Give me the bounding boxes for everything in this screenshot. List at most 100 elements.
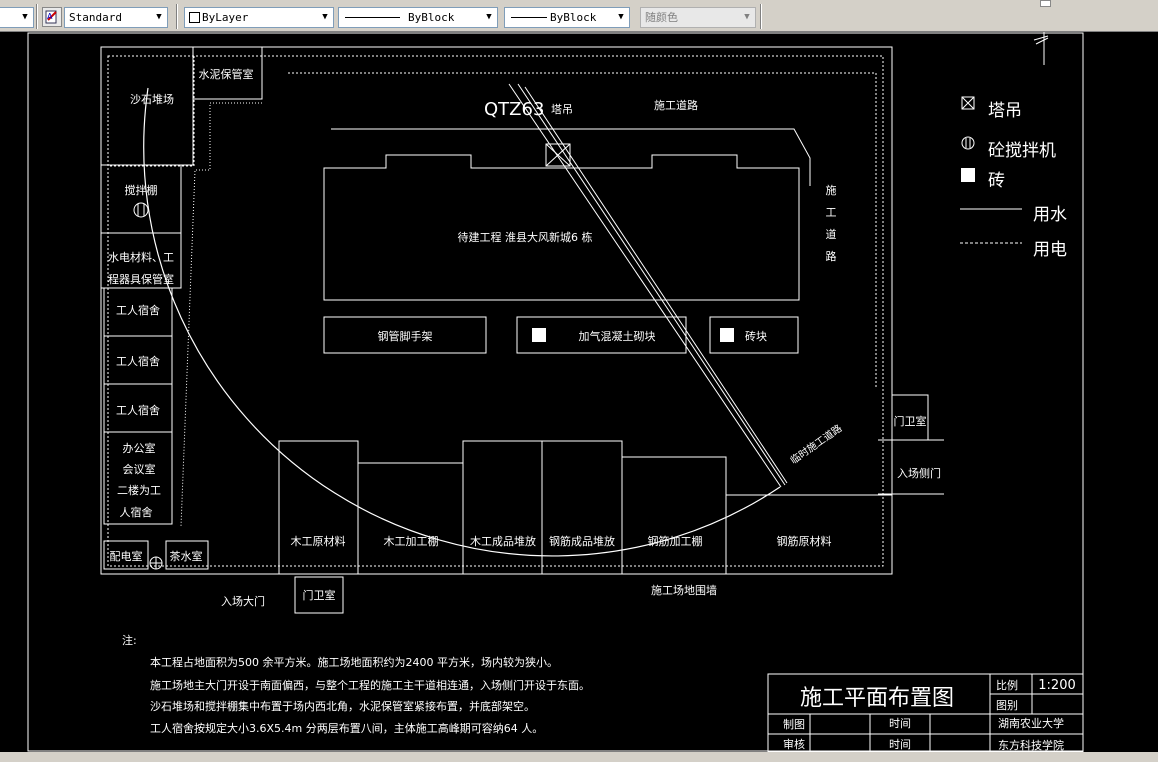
perimeter-wall-label: 施工场地围墙 [651,583,717,597]
mixer-symbol-bars [137,204,145,216]
power-line-inner [288,72,877,388]
power-room-label: 配电室 [110,549,143,563]
legend-mixer-icon-bars [965,138,971,148]
tea-room-box [165,540,209,570]
sand-yard-label: 沙石堆场 [130,92,174,106]
notes-line-1: 本工程占地面积为500 余平方米。施工场地面积约为2400 平方米，场内较为狭小… [150,655,558,669]
chevron-down-icon: ▼ [22,12,28,22]
linetype-value: ByBlock [408,11,455,24]
water-line-west [180,102,262,527]
time-label-2: 时间 [889,738,911,751]
wood-finished-box [462,440,543,575]
scaffold-yard-box [323,316,487,354]
aerated-block-label: 加气混凝土砌块 [579,329,656,343]
layer-value: ByLayer [202,11,249,24]
legend-mixer-icon [961,136,975,150]
crane-label: 塔吊 [551,103,573,116]
layer-dropdown[interactable]: ByLayer ▼ [184,7,334,28]
legend-water-label: 用水 [1033,205,1067,225]
sand-yard-box [100,46,194,166]
notes: 注: 本工程占地面积为500 余平方米。施工场地面积约为2400 平方米，场内较… [122,633,590,735]
title-block-title: 施工平面布置图 [800,686,954,711]
mixer-symbol [133,202,149,218]
toolbar-separator [36,4,38,29]
legend-crane-icon [961,96,975,110]
lineweight-dropdown[interactable]: ByBlock ▼ [504,7,630,28]
lineweight-value: ByBlock [550,11,597,24]
left-cutoff-dropdown[interactable]: ▼ [0,7,34,28]
steel-raw-label: 钢筋原材料 [777,534,832,548]
svg-text:A: A [47,12,53,21]
linetype-dropdown[interactable]: ByBlock ▼ [338,7,498,28]
south-guard-box [294,576,344,614]
color-dropdown-disabled: 随颜色 ▼ [640,7,756,28]
well-cross [150,557,162,569]
crane-symbol [545,143,571,167]
linetype-preview-icon [345,17,400,18]
scale-value: 1:200 [1038,678,1075,693]
office-label-4: 人宿舍 [120,505,153,519]
east-road-char-2: 工 [826,206,837,219]
legend-mixer-label: 砼搅拌机 [988,141,1056,161]
hydro-storage-label-2: 程器具保管室 [108,272,174,286]
title-block: 施工平面布置图 比例 1:200 图别 制图 时间 审核 时间 湖南农业大学 东… [783,678,1076,752]
north-road-label: 施工道路 [654,98,698,112]
steel-process-box [621,456,727,575]
chevron-down-icon: ▼ [486,12,492,22]
text-style-dropdown[interactable]: Standard ▼ [64,7,168,28]
tea-room-label: 茶水室 [170,549,203,563]
chevron-down-icon: ▼ [744,12,750,22]
legend-crane-label: 塔吊 [988,101,1022,121]
scroll-indicator[interactable] [1040,0,1051,7]
office-box [103,431,173,525]
east-guard-label: 门卫室 [894,414,927,428]
dorm-label-2: 工人宿舍 [116,354,160,368]
side-gate-lines [878,439,944,495]
drawing-frame [27,32,1084,752]
mixing-shed-box [100,164,182,234]
org-line-2: 东方科技学院 [998,738,1064,752]
crane-model-label: QTZ63 [484,99,544,120]
drawing-no-label: 图别 [996,699,1018,712]
aerated-block-yard-box [516,316,687,354]
east-road-char-4: 路 [826,250,837,263]
notes-line-3: 沙石堆场和搅拌棚集中布置于场内西北角，水泥保管室紧接布置，并底部架空。 [150,699,535,713]
office-label-3: 二楼为工 [117,483,161,497]
building-outline [323,154,800,301]
temp-road-label: 临时施工道路 [788,422,845,467]
brick-block-label: 砖块 [745,329,767,343]
steel-finished-box [541,440,623,575]
text-style-value: Standard [69,11,122,24]
properties-toolbar: ▼ A Standard ▼ ByLayer ▼ ByBlock ▼ ByBloc… [0,0,1158,32]
org-line-1: 湖南农业大学 [998,716,1064,730]
chevron-down-icon: ▼ [156,12,162,22]
notes-line-4: 工人宿舍按规定大小3.6X5.4m 分两层布置八间，主体施工高峰期可容纳64 人… [150,721,543,735]
wood-process-box [357,462,464,575]
drawer-label: 制图 [783,718,805,731]
text-style-manager-button[interactable]: A [42,7,62,27]
legend-brick-label: 砖 [988,171,1005,191]
notes-heading: 注: [122,633,137,647]
legend: 塔吊 砼搅拌机 砖 用水 用电 [960,96,1067,260]
cement-room-label: 水泥保管室 [199,67,254,81]
mixing-shed-label: 搅拌棚 [125,183,158,197]
reviewer-label: 审核 [783,737,805,751]
south-guard-label: 门卫室 [303,588,336,602]
dorm-label-1: 工人宿舍 [116,303,160,317]
time-label-1: 时间 [889,717,911,730]
scale-label: 比例 [996,678,1018,692]
wood-process-label: 木工加工棚 [384,534,439,548]
main-gate-label: 入场大门 [221,594,265,608]
lineweight-preview-icon [511,17,547,18]
notes-line-2: 施工场地主大门开设于南面偏西，与整个工程的施工主干道相连通，入场侧门开设于东面。 [150,678,590,692]
cad-drawing-canvas[interactable]: 沙石堆场 水泥保管室 搅拌棚 水电材料、工 程器具保管室 工人宿舍 工人宿舍 工… [0,32,1158,752]
power-line-west [108,56,195,167]
bottom-scroll-area[interactable] [0,752,1158,762]
steel-finished-label: 钢筋成品堆放 [549,534,615,548]
title-block-frame [767,673,1084,752]
color-value: 随颜色 [645,11,678,24]
east-road-char-3: 道 [826,227,837,241]
title-block-grid [768,674,1083,752]
power-room-box [103,540,149,570]
crane-symbol-cross [545,143,571,167]
